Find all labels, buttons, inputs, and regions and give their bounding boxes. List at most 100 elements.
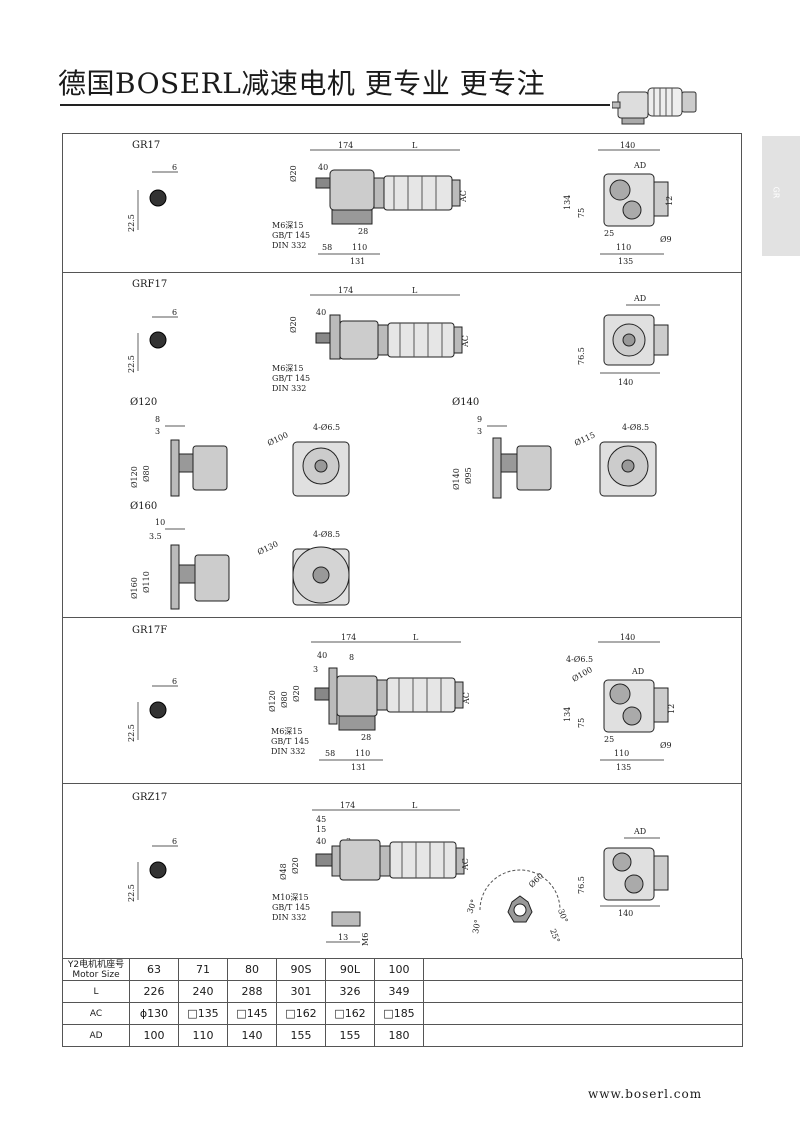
svg-text:9: 9 [477, 415, 482, 424]
table-cell: 100 [129, 1024, 179, 1047]
flange-label-140: Ø140 [452, 397, 480, 408]
gr17f-end-view: 140 4-Ø6.5 AD Ø100 134 75 12 25 Ø9 110 1… [563, 633, 676, 772]
svg-text:22.5: 22.5 [127, 214, 136, 232]
table-cell [423, 1024, 743, 1047]
svg-text:4-Ø6.5: 4-Ø6.5 [566, 655, 593, 664]
svg-text:Ø9: Ø9 [660, 235, 672, 244]
section-label-grf17: GRF17 [132, 279, 168, 290]
shaft-key-section-gr17f: 6 22.5 [127, 677, 178, 742]
grz17-end-view: AD 76.5 140 [577, 827, 669, 918]
svg-text:DIN 332: DIN 332 [271, 747, 305, 756]
svg-text:110: 110 [355, 749, 370, 758]
svg-text:Ø20: Ø20 [291, 857, 300, 874]
flange-160-side: 10 3.5 Ø160 Ø110 [130, 518, 230, 610]
flange-160-face: 4-Ø8.5 Ø130 [256, 530, 350, 606]
table-row: AC ϕ130 □135 □145 □162 □162 □185 [62, 1002, 743, 1025]
svg-text:75: 75 [577, 208, 586, 218]
svg-text:140: 140 [618, 909, 633, 918]
svg-text:4-Ø8.5: 4-Ø8.5 [313, 530, 340, 539]
svg-text:Ø20: Ø20 [292, 685, 301, 702]
table-row: AD 100 110 140 155 155 180 [62, 1024, 743, 1047]
table-cell: 90S [276, 958, 326, 981]
svg-text:3: 3 [477, 427, 482, 436]
svg-text:174: 174 [341, 633, 356, 642]
svg-text:Ø95: Ø95 [464, 467, 473, 484]
table-cell: 110 [178, 1024, 228, 1047]
svg-text:Ø110: Ø110 [142, 571, 151, 593]
svg-text:4-Ø6.5: 4-Ø6.5 [313, 423, 340, 432]
table-cell: 240 [178, 980, 228, 1003]
table-cell: 180 [374, 1024, 424, 1047]
svg-text:22.5: 22.5 [127, 884, 136, 902]
table-cell: ϕ130 [129, 1002, 179, 1025]
svg-text:DIN 332: DIN 332 [272, 241, 306, 250]
svg-text:110: 110 [352, 243, 367, 252]
svg-text:28: 28 [358, 227, 368, 236]
table-cell: 63 [129, 958, 179, 981]
svg-text:174: 174 [340, 801, 355, 810]
svg-text:110: 110 [616, 243, 631, 252]
grf17-end-view: AD 76.5 140 [577, 294, 669, 387]
svg-text:M6深15: M6深15 [272, 364, 303, 373]
table-cell [423, 1002, 743, 1025]
table-cell [423, 980, 743, 1003]
table-cell: 349 [374, 980, 424, 1003]
shaft-key-section-grf17: 6 22.5 [127, 308, 178, 373]
flange-140-side: 9 3 Ø140 Ø95 [452, 415, 552, 499]
svg-text:Ø80: Ø80 [142, 465, 151, 482]
svg-text:AC: AC [459, 190, 468, 203]
svg-text:134: 134 [563, 195, 572, 210]
svg-text:75: 75 [577, 718, 586, 728]
svg-text:134: 134 [563, 707, 572, 722]
svg-text:Ø130: Ø130 [256, 539, 280, 556]
svg-text:Ø100: Ø100 [571, 665, 594, 684]
table-cell: 100 [374, 958, 424, 981]
svg-text:13: 13 [338, 933, 348, 942]
section-divider [62, 272, 742, 273]
gear-motor-illustration [612, 87, 697, 125]
svg-text:GB/T 145: GB/T 145 [272, 374, 310, 383]
table-header-cell: AC [62, 1002, 130, 1025]
flange-120-face: 4-Ø6.5 Ø100 [266, 423, 350, 497]
svg-text:40: 40 [317, 651, 327, 660]
table-cell: 288 [227, 980, 277, 1003]
svg-text:3.5: 3.5 [149, 532, 162, 541]
grz17-torque-arm-view: Ø60 30° 30° 30° 25° [465, 869, 569, 944]
svg-text:131: 131 [351, 763, 366, 772]
svg-text:58: 58 [322, 243, 332, 252]
table-cell: 80 [227, 958, 277, 981]
svg-text:Ø100: Ø100 [266, 430, 290, 447]
svg-text:22.5: 22.5 [127, 355, 136, 373]
table-cell: □185 [374, 1002, 424, 1025]
svg-text:L: L [412, 286, 418, 295]
table-cell [423, 958, 743, 981]
svg-text:GB/T 145: GB/T 145 [272, 903, 310, 912]
svg-text:174: 174 [338, 141, 353, 150]
table-header-cell: L [62, 980, 130, 1003]
svg-text:M6: M6 [361, 933, 370, 946]
footer-url: www.boserl.com [588, 1087, 703, 1101]
svg-text:8: 8 [349, 653, 354, 662]
svg-text:58: 58 [325, 749, 335, 758]
svg-text:AC: AC [461, 858, 470, 871]
gr17f-side-view: 174 L 40 8 3 Ø120 Ø80 Ø20 AC M6深15 GB/T … [268, 633, 471, 772]
svg-text:110: 110 [614, 749, 629, 758]
svg-text:140: 140 [618, 378, 633, 387]
svg-text:AC: AC [462, 692, 471, 705]
svg-text:Ø115: Ø115 [573, 430, 597, 447]
svg-text:140: 140 [620, 141, 635, 150]
table-cell: □162 [325, 1002, 375, 1025]
svg-text:10: 10 [155, 518, 165, 527]
table-cell: □145 [227, 1002, 277, 1025]
svg-text:6: 6 [172, 677, 177, 686]
svg-text:6: 6 [172, 308, 177, 317]
grf17-side-view: 174 L 40 Ø20 AC M6深15 GB/T 145 DIN 332 [272, 286, 470, 393]
svg-text:4-Ø8.5: 4-Ø8.5 [622, 423, 649, 432]
shaft-key-section-grz17: 6 22.5 [127, 837, 178, 902]
svg-text:40: 40 [318, 163, 328, 172]
svg-text:Ø20: Ø20 [289, 316, 298, 333]
table-cell: 226 [129, 980, 179, 1003]
svg-text:76.5: 76.5 [577, 876, 586, 894]
